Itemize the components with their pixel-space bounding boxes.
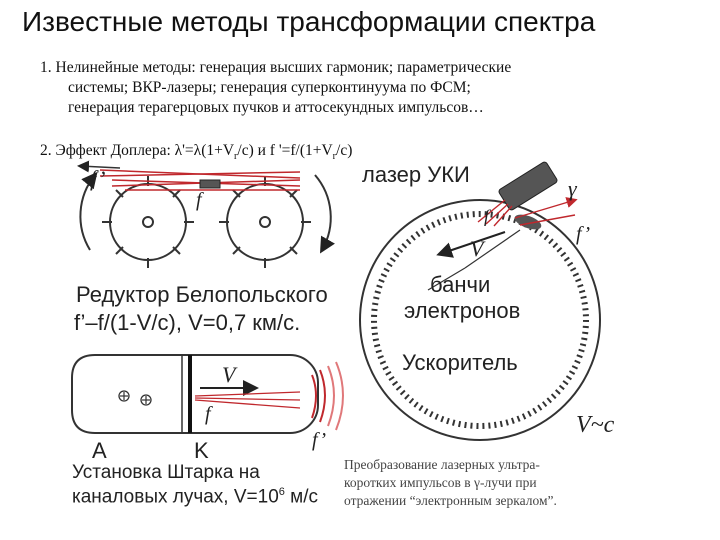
bottom-caption-line-2: коротких импульсов в γ-лучи при <box>344 475 537 490</box>
reducer-f: f <box>196 189 204 211</box>
electron-bunch <box>514 214 542 230</box>
gamma-beam <box>514 197 578 219</box>
right-wheel-hub <box>259 216 271 228</box>
stark-caption-2-exp: 6 <box>278 486 285 498</box>
accelerator: лазер УКИ γ f’ f V банчи электронов Уско… <box>359 161 615 441</box>
stark-caption-2-text: каналовых лучах, V=10 <box>72 486 279 508</box>
nonlinear-methods-item: 1. Нелинейные методы: генерация высших г… <box>40 58 680 118</box>
bottom-caption-line-1: Преобразование лазерных ультра- <box>344 457 540 472</box>
laser-pulse-beams <box>477 199 513 227</box>
accel-f-label: f <box>484 206 492 226</box>
right-wheel-spokes <box>219 176 311 268</box>
bunch-velocity-arrow <box>436 231 506 258</box>
stark-f-prime-label: f’ <box>312 429 326 451</box>
left-wheel-hub <box>142 216 154 228</box>
right-rotation-arrow <box>314 174 335 254</box>
doppler-text-end: /c) <box>336 142 353 159</box>
canal-ray-tube <box>71 354 319 434</box>
stark-f-label: f <box>205 403 213 425</box>
slide-title: Известные методы трансформации спектра <box>22 6 596 37</box>
v-approx-c-label: V~c <box>576 412 615 438</box>
doppler-sub-1: r <box>234 151 238 163</box>
reducer-output-arrow <box>77 160 121 173</box>
item1-line-1: 1. Нелинейные методы: генерация высших г… <box>40 59 512 76</box>
uki-laser-label: лазер УКИ <box>362 162 470 187</box>
doppler-sub-2: r <box>332 151 337 163</box>
reducer-f-prime: f’ <box>90 166 105 191</box>
bunches-label-1: банчи <box>430 272 490 297</box>
accel-f-prime-label: f’ <box>576 223 590 245</box>
stark-caption-1: Установка Штарка на <box>72 462 260 483</box>
accelerator-ring-inner <box>371 211 589 429</box>
doppler-text-mid: /c) и f '=f/(1+V <box>237 142 333 159</box>
anode-label: A <box>92 438 107 463</box>
accelerator-label: Ускоритель <box>402 350 518 375</box>
gamma-beam-2 <box>519 214 576 226</box>
reducer-light-source <box>199 179 221 189</box>
accel-v-label: V <box>470 236 486 261</box>
belopolsky-caption: Редуктор Белопольского <box>76 282 328 307</box>
doppler-text-start: 2. Эффект Доплера: λ'=λ(1+V <box>40 142 235 159</box>
left-wheel-spokes <box>102 176 194 268</box>
accelerator-ring-outer <box>359 199 601 441</box>
gamma-label: γ <box>568 176 578 201</box>
stark-v-label: V <box>222 362 238 387</box>
stark-caption-2-unit: м/с <box>284 486 319 508</box>
left-rotation-arrow <box>79 171 98 251</box>
doppler-item: 2. Эффект Доплера: λ'=λ(1+Vr/c) и f '=f/… <box>40 142 352 162</box>
belopolsky-reducer: f’ f <box>77 160 335 268</box>
bunches-label-2: электронов <box>404 298 520 323</box>
ion-1 <box>118 390 130 402</box>
stark-caption-2: каналовых лучах, V=106 м/с <box>72 486 318 508</box>
belopolsky-formula: f’–f/(1-V/c), V=0,7 км/с. <box>74 310 301 335</box>
stark-emission-beams <box>194 391 301 409</box>
uki-laser <box>498 161 558 211</box>
ion-2 <box>140 394 152 406</box>
item1-line-2: системы; ВКР-лазеры; генерация суперконт… <box>68 79 471 96</box>
item1-line-3: генерация терагерцовых пучков и аттосеку… <box>68 99 484 116</box>
cathode-label: K <box>194 438 209 463</box>
stark-emission-waves <box>311 361 344 431</box>
stark-setup: V f f’ A K <box>71 354 344 463</box>
bottom-caption: Преобразование лазерных ультра- коротких… <box>344 456 557 510</box>
bottom-caption-line-3: отражении “электронным зеркалом”. <box>344 493 557 508</box>
